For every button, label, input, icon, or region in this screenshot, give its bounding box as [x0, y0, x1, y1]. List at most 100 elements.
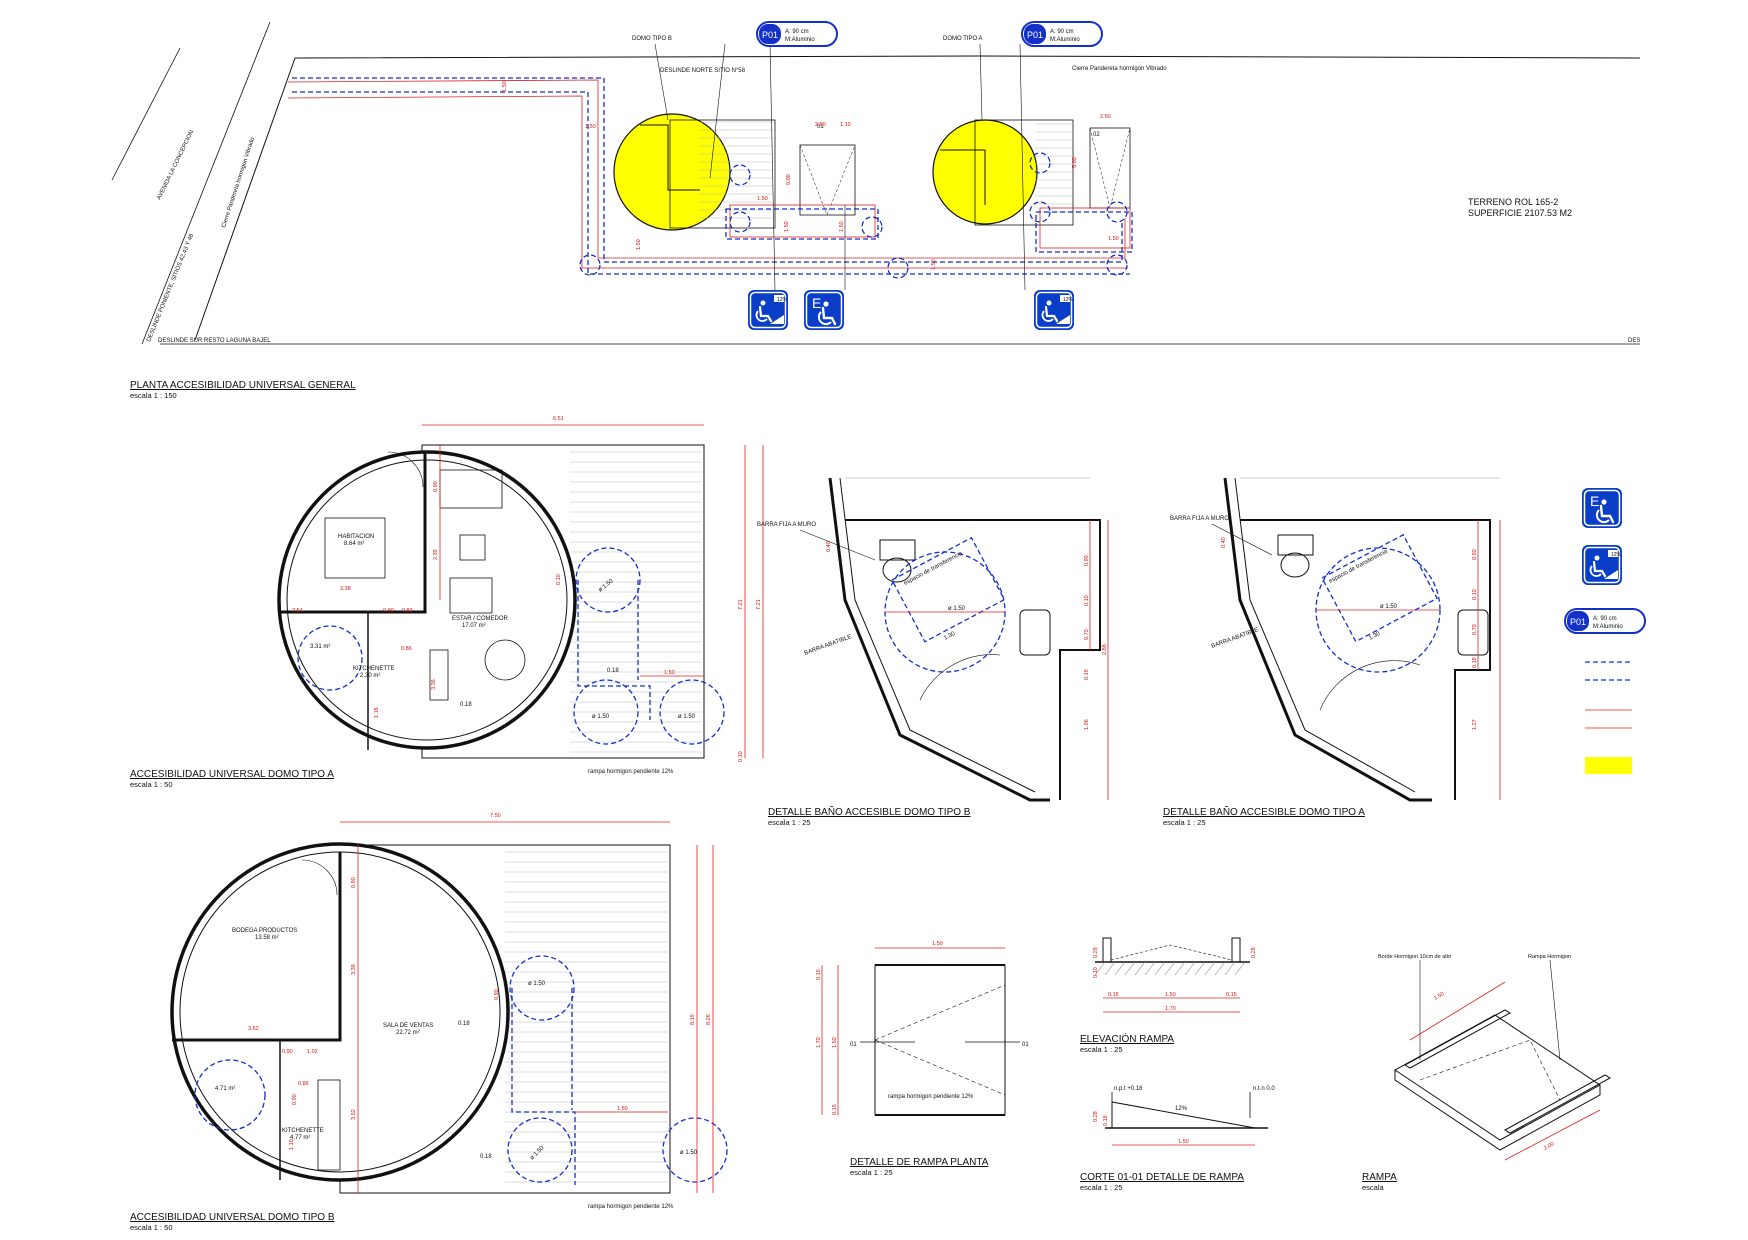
domo-a-circle-dim-2: ø 1.50: [592, 714, 610, 720]
bano-a-dim-3: 0.19: [1472, 657, 1478, 668]
domo-b-sala-area: 22.72 m²: [396, 1030, 420, 1036]
title-domo-a: ACCESIBILIDAD UNIVERSAL DOMO TIPO A: [130, 769, 334, 780]
rampa-planta-cut-a: 01: [850, 1042, 857, 1048]
bano-b-dim-5: 1.06: [1084, 719, 1090, 730]
rampa-iso-d150: 1.50: [1433, 991, 1445, 1002]
title-bano-b: DETALLE BAÑO ACCESIBLE DOMO TIPO B: [768, 805, 971, 818]
corte-npt: n.p.t +0.18: [1114, 1086, 1143, 1092]
scale-elevacion: escala 1 : 25: [1080, 1045, 1123, 1054]
domo-a-vdim-1: 7.21: [738, 599, 744, 610]
domo-b-dim-0-90b: 0.90: [292, 1094, 298, 1105]
ramp-sign-site-2: 12%: [1032, 288, 1076, 332]
elev-dim-6: 0.28: [1251, 947, 1257, 958]
bano-a-dim-0: 0.90: [1472, 549, 1478, 560]
domo-b-vdim-5: 3.52: [351, 1109, 357, 1120]
domo-b-plan: 7.50 8.19 8.26 0.90 3.38 3.52 0.90 3.62 …: [170, 813, 728, 1210]
corte-len: 1.50: [1178, 1139, 1189, 1145]
legend-yellow-swatch: [1585, 757, 1632, 774]
domo-a-habitacion: HABITACION: [338, 534, 374, 540]
terreno-label: TERRENO ROL 165-2: [1468, 197, 1558, 207]
bano-a-dim-5: 0.40: [1221, 537, 1227, 548]
scale-domo-a: escala 1 : 50: [130, 780, 173, 789]
elev-dim-2: 0.15: [1226, 992, 1237, 998]
site-label-01: 01: [817, 124, 824, 130]
bano-a-dim-1: 0.10: [1472, 589, 1478, 600]
rampa-planta-note: rampa hormigon pendiente 12%: [888, 1094, 974, 1100]
domo-a-habitacion-area: 8.64 m²: [344, 541, 364, 547]
bano-a-espacio: espacio de transferencia: [1328, 548, 1389, 584]
domo-b-level-1: 0.18: [458, 1021, 470, 1027]
site-dim-5-00-a: 5.00: [1072, 157, 1078, 168]
site-plan: DOMO TIPO B DOMO TIPO A DESLINDE NORTE S…: [111, 21, 1640, 345]
domo-b-width-dim: 7.50: [490, 813, 501, 819]
domo-a-bano-area: 3.31 m²: [310, 644, 330, 650]
domo-b-dim-0-90: 0.90: [282, 1049, 293, 1055]
site-dim-1-50-f: 1.50: [502, 81, 508, 92]
bano-b-dim-4: 2.88: [1102, 644, 1108, 655]
deslinde-sur-label: DESLINDE SUR RESTO LAGUNA BAJEL: [158, 338, 271, 344]
bano-detail-a: BARRA FIJA A MURO BARRA ABATIBLE espacio…: [1170, 477, 1501, 802]
title-general: PLANTA ACCESIBILIDAD UNIVERSAL GENERAL: [130, 380, 356, 391]
domo-b-bodega-area: 13.58 m²: [255, 935, 279, 941]
corte-slope: 12%: [1175, 1106, 1188, 1112]
title-domo-b: ACCESIBILIDAD UNIVERSAL DOMO TIPO B: [130, 1212, 335, 1223]
elev-dim-0: 0.15: [1108, 992, 1119, 998]
domo-b-dim-1-10: 1.10: [289, 1139, 295, 1150]
domo-a-vdim-2: 7.21: [756, 599, 762, 610]
domo-b-circle-dim-2: ø 1.50: [529, 1145, 546, 1162]
title-corte: CORTE 01-01 DETALLE DE RAMPA: [1080, 1172, 1244, 1183]
legend-ramp-sign: 12%: [1580, 543, 1624, 587]
domo-b-level-2: 0.18: [480, 1154, 492, 1160]
scale-bano-b: escala 1 : 25: [768, 818, 811, 827]
domo-a-dim-3-36: 3.36: [431, 679, 437, 690]
domo-a-level-2: 0.18: [460, 702, 472, 708]
title-elevacion: ELEVACIÓN RAMPA: [1080, 1032, 1174, 1045]
bano-a-dim-2: 0.70: [1472, 624, 1478, 635]
legend-p01-badge: P01 A: 90 cm M:Aluminio: [1564, 608, 1646, 634]
domo-b-dim-0-86: 0.86: [298, 1081, 309, 1087]
bano-b-d130: 1.30: [943, 631, 957, 642]
domo-a-plan: 6.51 7.21 7.21 0.90 2.39 0.10 2.54 0.90 …: [277, 416, 764, 775]
site-dim-1-50-c: 1.50: [585, 124, 596, 130]
p01-badge-line2: M:Aluminio: [1050, 37, 1080, 43]
site-dim-1-50-h: 1.50: [839, 221, 845, 232]
elev-dim-3: 1.70: [1165, 1006, 1176, 1012]
scale-corte: escala 1 : 25: [1080, 1183, 1123, 1192]
rampa-planta-dim-0: 0.15: [816, 969, 822, 980]
p01-badge-line1: A: 90 cm: [1050, 29, 1074, 35]
bano-detail-b: BARRA FIJA A MURO BARRA ABATIBLE espacio…: [757, 477, 1109, 802]
site-dim-5-00-b: 5.00: [786, 174, 792, 185]
corte-nte: n.t.n 0.0: [1253, 1086, 1275, 1092]
site-dim-2-50-a: 2.50: [1100, 114, 1111, 120]
rampa-planta-dim-1: 1.70: [816, 1037, 822, 1048]
bano-a-barra-abatible: BARRA ABATIBLE: [1211, 627, 1260, 650]
domo-b-vdim-6: 0.90: [494, 989, 500, 1000]
domo-b-kitchenette: KITCHENETTE: [282, 1128, 324, 1134]
rampa-iso-borde: Borde Hormigon 10cm de alto: [1378, 954, 1451, 960]
site-dim-1-50-b: 1.50: [1108, 236, 1119, 242]
bano-b-espacio: espacio de transferencia: [903, 550, 964, 586]
site-dim-1-50-a: 1.50: [757, 196, 768, 202]
corte-d28: 0.28: [1093, 1111, 1099, 1122]
domo-a-width-dim: 6.51: [553, 416, 564, 422]
domo-a-dim-1-16: 1.16: [374, 707, 380, 718]
p01-badge-line2: M:Aluminio: [785, 37, 815, 43]
domo-b-ramp-dim: 1.50: [617, 1106, 628, 1112]
bano-b-dim-1: 0.10: [1084, 595, 1090, 606]
title-rampa: RAMPA: [1362, 1172, 1397, 1183]
bano-a-d130: 1.30: [1368, 631, 1382, 642]
rampa-iso-detail: Borde Hormigon 10cm de alto Rampa Hormig…: [1378, 954, 1612, 1161]
bano-b-dim-0: 0.90: [1084, 555, 1090, 566]
p01-badge-code: P01: [762, 30, 778, 40]
bano-a-barra-fija: BARRA FIJA A MURO: [1170, 516, 1229, 522]
site-label-02: 02: [1093, 132, 1100, 138]
ramp-sign-site-1: 12%: [746, 288, 790, 332]
site-dim-1-50-g: 1.50: [784, 221, 790, 232]
domo-b-bodega: BODEGA PRODUCTOS: [232, 928, 297, 934]
domo-b-vdim-2: 8.26: [706, 1014, 712, 1025]
legend-e-sign: E: [1580, 486, 1624, 530]
bano-b-diameter: ø 1.50: [948, 606, 966, 612]
bano-b-barra-fija: BARRA FIJA A MURO: [757, 522, 816, 528]
bano-b-barra-abatible: BARRA ABATIBLE: [804, 634, 853, 657]
site-dim-1-50-d: 1.50: [636, 239, 642, 250]
